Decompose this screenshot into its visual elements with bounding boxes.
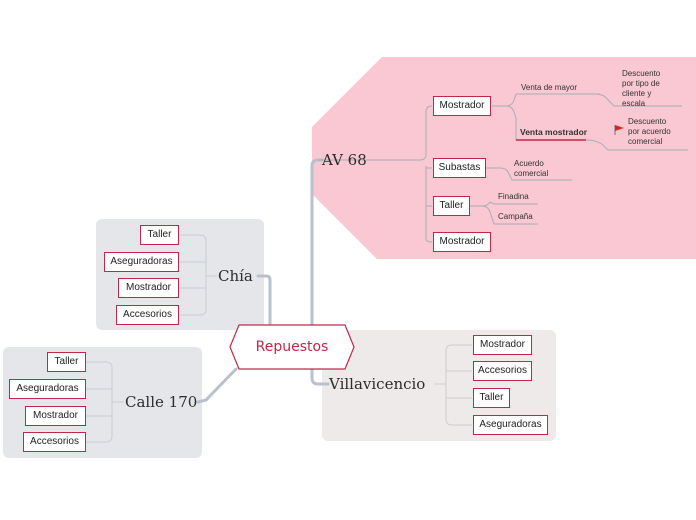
acuerdo-comercial-line: comercial <box>514 169 549 178</box>
descuento-tipo-line: Descuento <box>622 69 661 78</box>
chia-taller[interactable]: Taller <box>140 225 179 245</box>
villa-accesorios[interactable]: Accesorios <box>473 361 532 381</box>
branch-calle170[interactable]: Calle 170 <box>125 393 198 411</box>
chia-mostrador[interactable]: Mostrador <box>118 278 179 298</box>
av68-campana[interactable]: Campaña <box>498 212 533 221</box>
calle170-aseguradoras[interactable]: Aseguradoras <box>9 379 86 399</box>
descuento-tipo-line: escala <box>622 99 646 108</box>
chia-accesorios[interactable]: Accesorios <box>116 305 179 325</box>
calle170-accesorios[interactable]: Accesorios <box>23 432 86 452</box>
av68-descuento-tipo[interactable]: Descuento por tipo de cliente y escala <box>622 69 660 109</box>
descuento-tipo-line: cliente y <box>622 89 652 98</box>
av68-descuento-acuerdo[interactable]: Descuento por acuerdo comercial <box>628 117 671 147</box>
branch-chia[interactable]: Chía <box>218 267 253 285</box>
av68-mostrador[interactable]: Mostrador <box>433 96 491 116</box>
villa-mostrador[interactable]: Mostrador <box>473 335 532 355</box>
calle170-taller[interactable]: Taller <box>47 352 86 372</box>
descuento-acuerdo-line: por acuerdo <box>628 127 671 136</box>
av68-venta-mayor[interactable]: Venta de mayor <box>521 83 578 92</box>
connector-calle <box>196 367 238 404</box>
descuento-tipo-line: por tipo de <box>622 79 660 88</box>
av68-taller[interactable]: Taller <box>433 196 470 216</box>
branch-av68[interactable]: AV 68 <box>322 151 367 169</box>
chia-aseguradoras[interactable]: Aseguradoras <box>104 252 179 272</box>
av68-acuerdo-comercial[interactable]: Acuerdo comercial <box>514 159 548 179</box>
av68-finadina[interactable]: Finadina <box>498 192 529 201</box>
av68-region <box>312 57 696 259</box>
connector-chia <box>256 274 272 327</box>
descuento-acuerdo-line: comercial <box>628 137 663 146</box>
calle170-mostrador[interactable]: Mostrador <box>25 406 86 426</box>
villa-taller[interactable]: Taller <box>473 388 510 408</box>
flag-icon <box>614 125 624 135</box>
connector-av68 <box>310 158 324 327</box>
connector-villa <box>310 366 330 386</box>
descuento-acuerdo-line: Descuento <box>628 117 667 126</box>
villa-aseguradoras[interactable]: Aseguradoras <box>473 415 548 435</box>
av68-mostrador-2[interactable]: Mostrador <box>433 232 491 252</box>
central-topic-shape <box>229 324 355 370</box>
av68-venta-mostrador[interactable]: Venta mostrador <box>520 127 588 137</box>
av68-subastas[interactable]: Subastas <box>433 158 486 178</box>
acuerdo-comercial-line: Acuerdo <box>514 159 544 168</box>
branch-villavicencio[interactable]: Villavicencio <box>329 375 426 393</box>
central-topic[interactable]: Repuestos <box>255 339 329 355</box>
